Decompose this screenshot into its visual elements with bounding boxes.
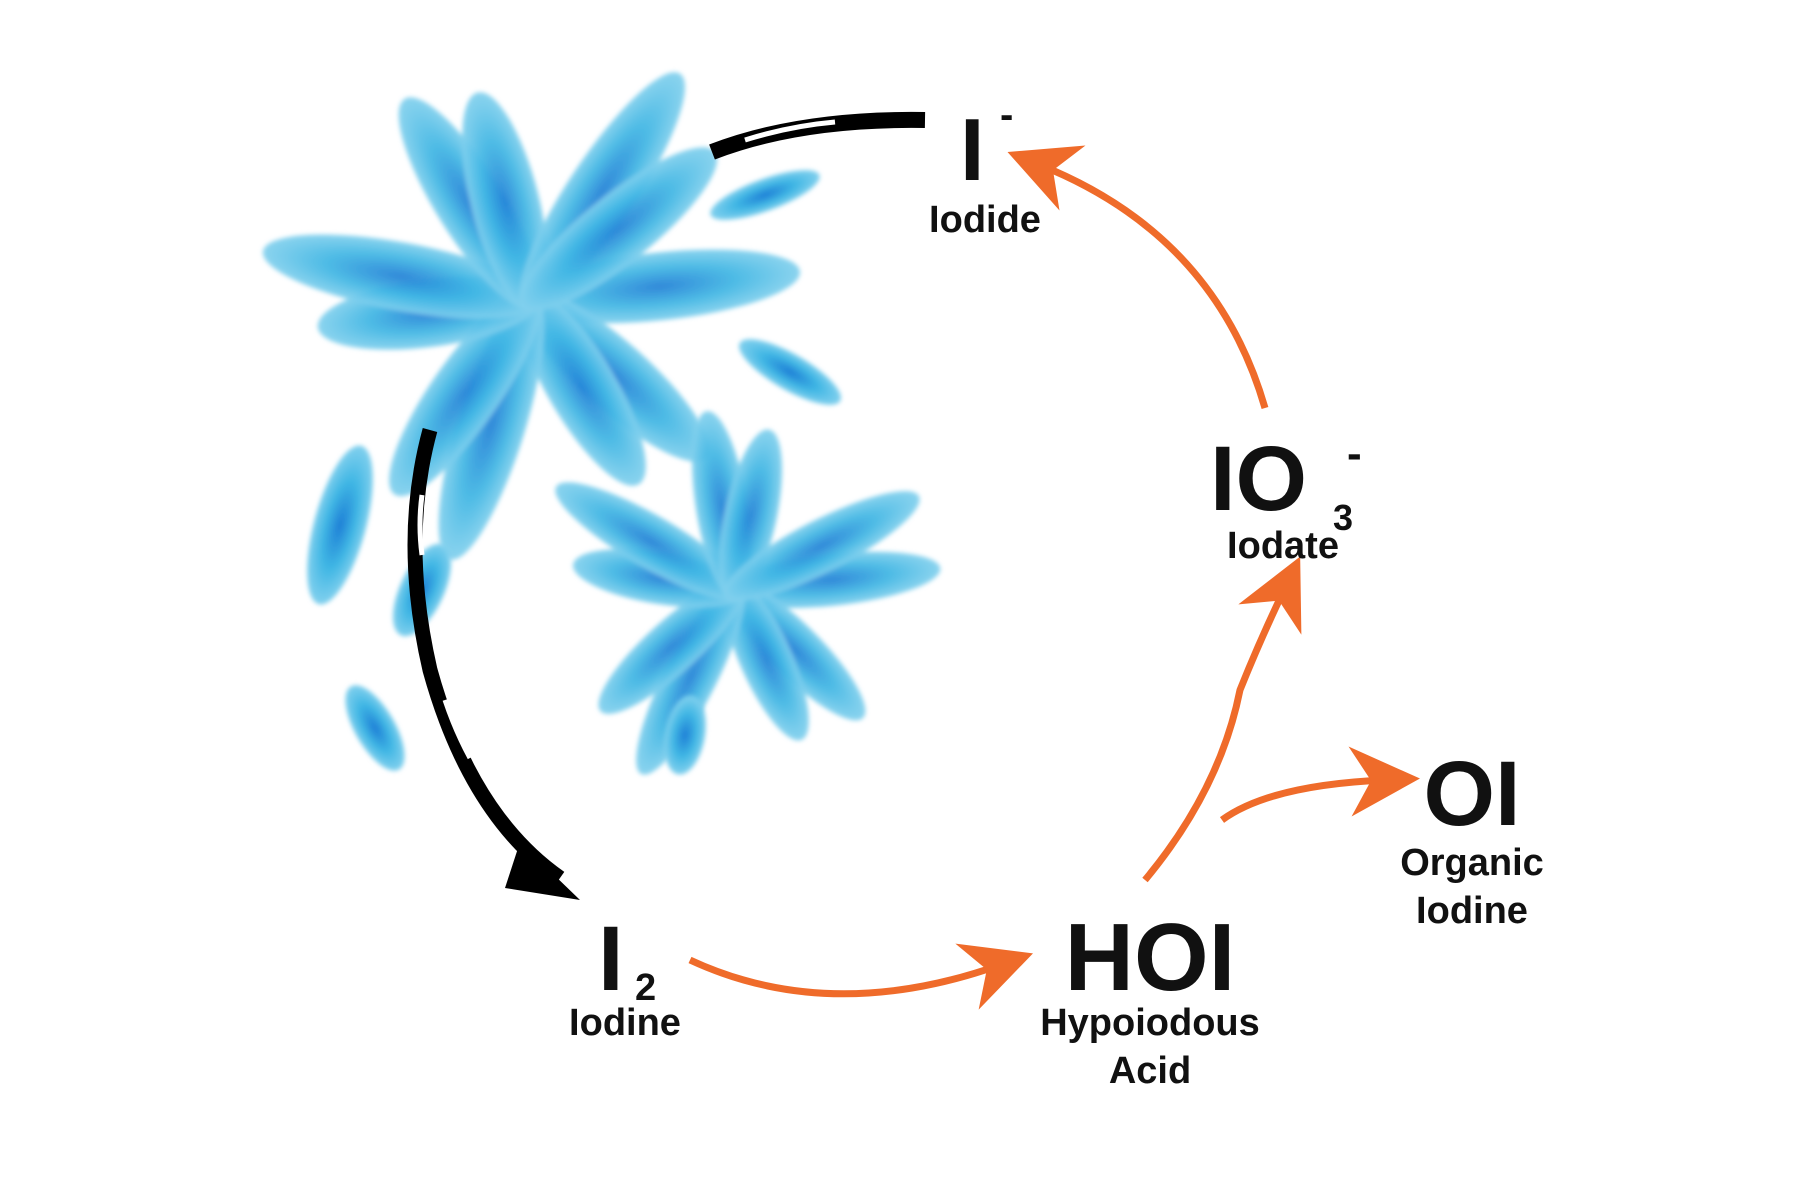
hoi-formula: HOI: [1065, 904, 1236, 1011]
species-iodate: IO 3 - Iodate: [1210, 428, 1362, 567]
hoi-name-line2: Acid: [1109, 1050, 1191, 1092]
species-iodide: I - Iodide: [929, 93, 1041, 241]
hoi-name-line1: Hypoiodous: [1040, 1002, 1260, 1044]
arrow-hoi-to-iodate: [1142, 556, 1302, 883]
arrow-hoi-to-organic: [1219, 746, 1420, 823]
iodine-name: Iodine: [569, 1002, 681, 1044]
iodide-formula: I: [960, 100, 984, 199]
arrow-iodine-to-hoi: [688, 943, 1034, 1010]
organic-name-line1: Organic: [1400, 842, 1544, 884]
iodine-formula: I: [598, 908, 624, 1010]
algae-petal-icon: [307, 170, 842, 775]
species-hypoiodous-acid: HOI Hypoiodous Acid: [1040, 904, 1260, 1092]
iodine-subscript: 2: [635, 967, 656, 1009]
species-organic-iodine: OI Organic Iodine: [1400, 743, 1544, 932]
iodate-formula: IO: [1210, 428, 1307, 530]
iodide-name: Iodide: [929, 199, 1041, 241]
black-arrow-to-iodine: [407, 428, 580, 900]
organic-name-line2: Iodine: [1416, 890, 1528, 932]
iodide-charge: -: [1000, 93, 1013, 137]
organic-formula: OI: [1423, 743, 1520, 845]
iodate-name: Iodate: [1227, 525, 1339, 567]
algae-flower-icon: [555, 411, 941, 775]
arrow-iodate-to-iodide: [1007, 145, 1269, 409]
species-iodine: I 2 Iodine: [569, 908, 681, 1044]
iodate-charge: -: [1347, 429, 1362, 478]
iodate-subscript: 3: [1333, 497, 1353, 538]
black-arrow-iodide-link: [709, 111, 926, 160]
